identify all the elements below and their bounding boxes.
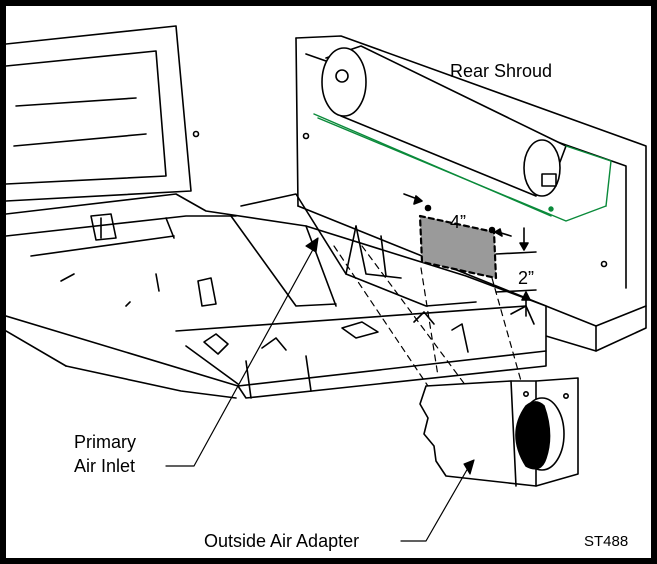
outside-air-adapter xyxy=(419,377,579,487)
left-side-panel xyxy=(6,25,200,202)
rear-shroud-label: Rear Shroud xyxy=(450,61,552,81)
cutout-area xyxy=(418,214,498,280)
tray-clips xyxy=(203,305,535,399)
primary-air-inlet-label-line1: Primary xyxy=(74,432,136,452)
projection-lines xyxy=(333,245,522,402)
base-pan xyxy=(6,193,547,399)
width-dimension-label: 4” xyxy=(450,212,466,232)
height-dimension-label: 2” xyxy=(518,268,534,288)
shroud-accent-lines xyxy=(313,113,612,222)
dimension-markers xyxy=(403,193,537,317)
blower-cylinder xyxy=(321,45,567,197)
figure-code: ST488 xyxy=(584,533,628,550)
primary-air-inlet-label-line2: Air Inlet xyxy=(74,456,135,476)
leader-lines xyxy=(165,237,475,542)
primary-air-inlet-duct xyxy=(230,193,477,307)
outside-air-adapter-label: Outside Air Adapter xyxy=(204,531,359,551)
furnace-diagram: Rear Shroud Primary Air Inlet Outside Ai… xyxy=(6,25,647,551)
